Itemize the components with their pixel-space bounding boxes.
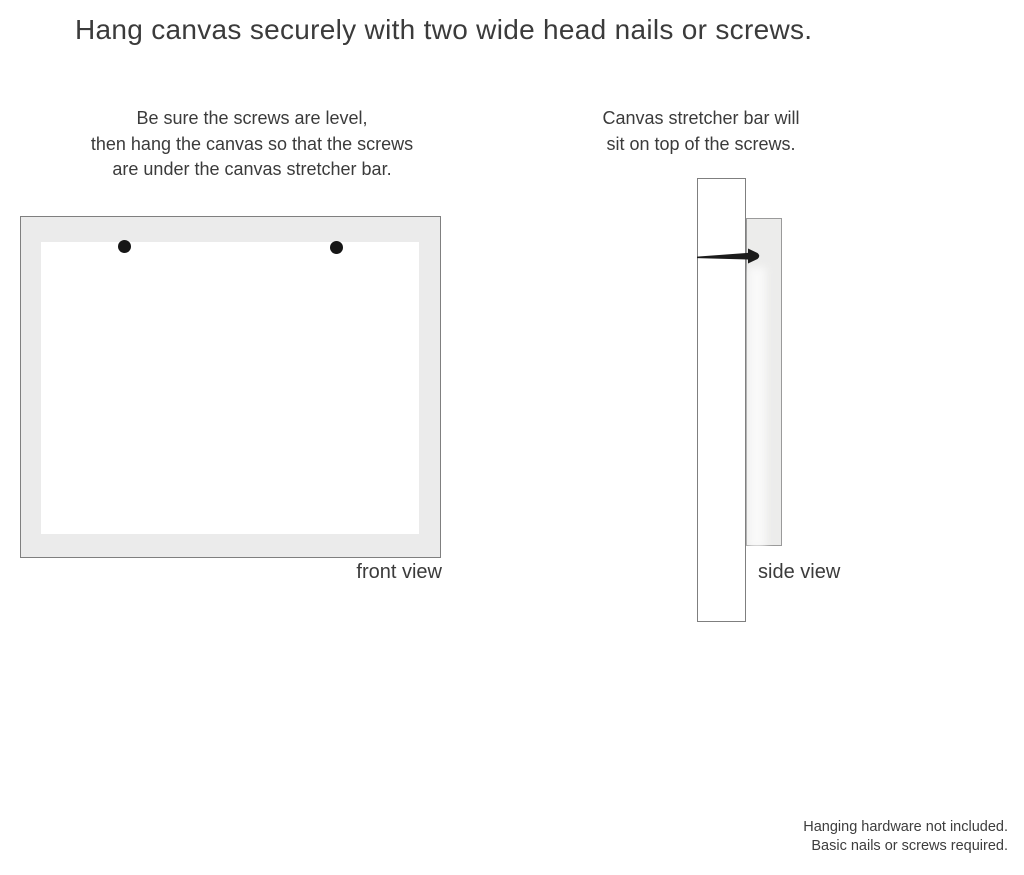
screw-right-icon [330, 241, 343, 254]
nail-icon [697, 248, 760, 264]
instruction-line: Be sure the screws are level, [136, 108, 368, 128]
instruction-line: are under the canvas stretcher bar. [112, 159, 392, 179]
instruction-line: sit on top of the screws. [606, 133, 796, 154]
side-view-wall-bar [697, 178, 746, 622]
hardware-note: Hanging hardware not included. Basic nai… [803, 818, 1008, 855]
side-view-instructions: Canvas stretcher bar will sit on top of … [551, 106, 851, 157]
instruction-line: Canvas stretcher bar will [602, 108, 800, 128]
page-title: Hang canvas securely with two wide head … [75, 14, 813, 45]
front-view-canvas-face [41, 242, 419, 534]
instruction-line: then hang the canvas so that the screws [90, 133, 414, 154]
front-view-instructions: Be sure the screws are level, then hang … [32, 106, 472, 183]
side-view-canvas-highlight [748, 267, 766, 549]
side-view-canvas-profile [746, 218, 782, 549]
side-view-label: side view [758, 561, 841, 583]
front-view-canvas-frame [20, 216, 441, 558]
front-view-label: front view [356, 561, 442, 583]
hardware-note-line: Basic nails or screws required. [811, 837, 1008, 854]
screw-left-icon [118, 240, 131, 253]
hardware-note-line: Hanging hardware not included. [803, 819, 1008, 835]
